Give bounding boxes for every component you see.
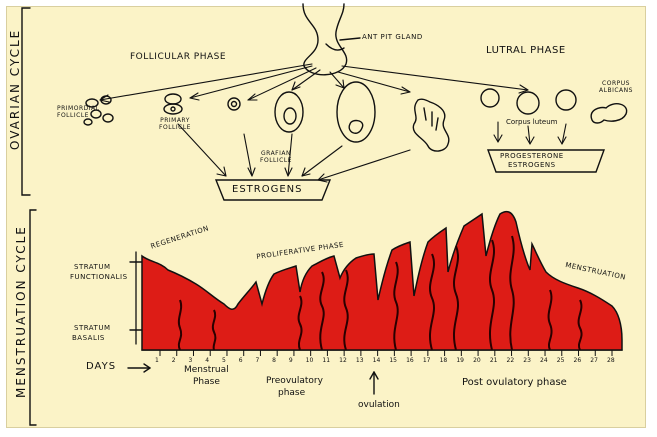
day-tick-label: 10 xyxy=(306,358,314,364)
progesterone-label: Progesterone xyxy=(500,153,564,160)
day-tick-label: 13 xyxy=(356,358,364,364)
ovulation-label: ovulation xyxy=(358,401,400,410)
day-tick-label: 14 xyxy=(373,358,381,364)
preovulatory-phase-label-2: phase xyxy=(278,389,305,398)
day-tick-label: 1 xyxy=(155,358,159,364)
day-tick-label: 21 xyxy=(490,358,498,364)
estrogens-label: Estrogens xyxy=(232,185,303,195)
luteal-phase-label: Lutral Phase xyxy=(486,46,566,56)
stratum-functionalis-label-1: Stratum xyxy=(74,264,110,271)
day-tick-label: 16 xyxy=(406,358,414,364)
day-tick-label: 8 xyxy=(272,358,276,364)
day-tick-label: 28 xyxy=(607,358,615,364)
day-tick-label: 2 xyxy=(172,358,176,364)
day-tick-label: 11 xyxy=(322,358,330,364)
ovarian-cycle-title: Ovarian Cycle xyxy=(8,29,22,150)
preovulatory-phase-label-1: Preovulatory xyxy=(266,377,323,386)
day-tick-label: 18 xyxy=(440,358,448,364)
day-tick-label: 24 xyxy=(540,358,548,364)
day-tick-label: 17 xyxy=(423,358,431,364)
stratum-basalis-label-1: Stratum xyxy=(74,325,110,332)
follicular-phase-label: Follicular Phase xyxy=(130,53,226,62)
day-tick-label: 3 xyxy=(188,358,192,364)
day-tick-label: 25 xyxy=(557,358,565,364)
menstrual-cycle-title: Menstruation Cycle xyxy=(14,225,28,398)
day-tick-label: 7 xyxy=(255,358,259,364)
day-tick-label: 26 xyxy=(574,358,582,364)
pituitary-arrows xyxy=(100,64,528,102)
corpus-albicans-shape xyxy=(591,104,626,123)
corpus-luteum-series xyxy=(481,89,576,114)
ovarian-bracket xyxy=(22,8,30,195)
primordial-follicle-label: Primordial follicle xyxy=(57,105,91,119)
day-tick-label: 4 xyxy=(205,358,209,364)
menstrual-phase-label-2: Phase xyxy=(193,378,220,387)
estrogens-luteal-label: Estrogens xyxy=(508,162,556,169)
corpus-luteum-label: Corpus luteum xyxy=(506,119,558,126)
day-tick-label: 22 xyxy=(507,358,515,364)
day-tick-label: 12 xyxy=(339,358,347,364)
day-tick-label: 6 xyxy=(239,358,243,364)
menstrual-bracket xyxy=(30,210,36,425)
primary-follicle-label: Primary follicle xyxy=(156,117,194,131)
postovulatory-phase-label: Post ovulatory phase xyxy=(462,378,567,388)
graafian-follicle-large xyxy=(337,82,375,142)
day-tick-label: 19 xyxy=(456,358,464,364)
stratum-functionalis-label-2: functionalis xyxy=(70,274,128,281)
days-label: Days xyxy=(86,362,116,372)
menstrual-phase-label-1: Menstrual xyxy=(184,366,229,375)
day-tick-label: 9 xyxy=(289,358,293,364)
day-tick-label: 23 xyxy=(523,358,531,364)
corpus-albicans-label: Corpus albicans xyxy=(596,80,636,94)
pituitary-label: Ant pit gland xyxy=(362,34,423,41)
primary-follicle xyxy=(164,94,182,114)
stratum-basalis-label-2: basalis xyxy=(72,335,105,342)
day-tick-label: 27 xyxy=(590,358,598,364)
day-tick-label: 5 xyxy=(222,358,226,364)
day-tick-label: 20 xyxy=(473,358,481,364)
ruptured-follicle xyxy=(413,99,449,151)
day-tick-label: 15 xyxy=(389,358,397,364)
growing-follicle xyxy=(228,98,240,110)
graafian-follicle-label: Grafian follicle xyxy=(258,150,294,164)
graafian-follicle-small xyxy=(275,92,303,132)
